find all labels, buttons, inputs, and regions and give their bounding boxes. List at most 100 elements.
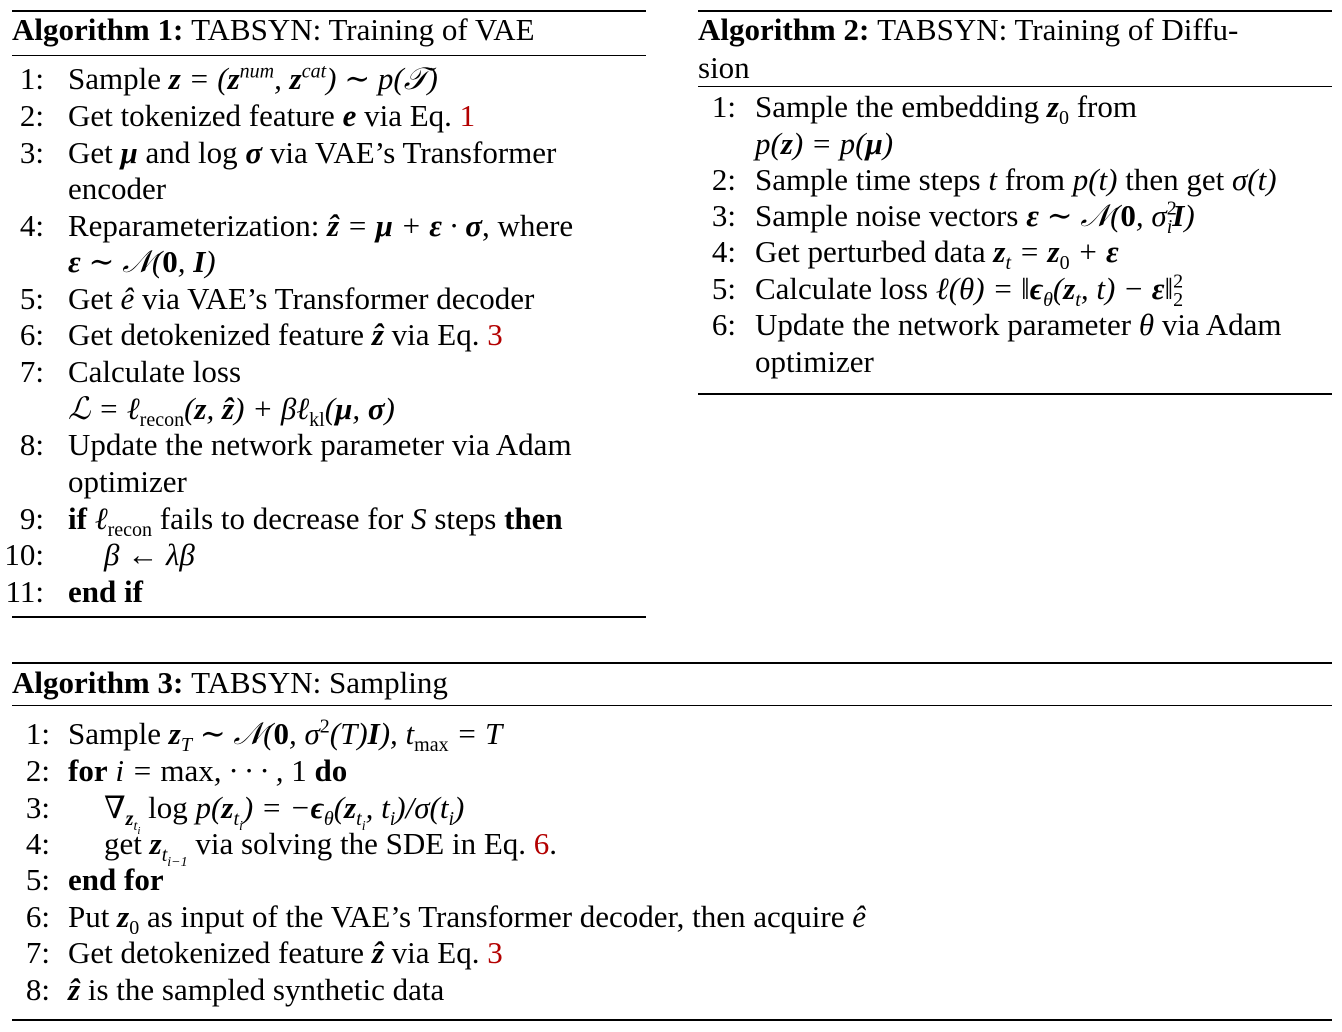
- algorithm-2-title-text-2: sion: [698, 50, 750, 85]
- algorithm-3-title: Algorithm 3: TABSYN: Sampling: [12, 665, 1332, 701]
- math: σ: [245, 135, 263, 170]
- math: ẑ: [371, 317, 384, 352]
- line-number: 5:: [711, 271, 736, 306]
- line-number: 6:: [25, 899, 50, 934]
- keyword-end-for: end for: [68, 862, 164, 897]
- equation-ref-link[interactable]: 3: [487, 317, 503, 352]
- line-text: via Eq.: [383, 317, 488, 352]
- math: θ: [1138, 307, 1155, 342]
- algorithm-1-title-rule: [12, 55, 646, 56]
- line-text: Get detokenized feature: [68, 935, 372, 970]
- math: ê: [852, 899, 866, 934]
- algorithm-2-title-text: : Training of Diffu-: [998, 12, 1239, 47]
- math: p(t): [1072, 162, 1118, 197]
- line-number: 2:: [25, 753, 50, 788]
- math: zt = z0 + ε: [993, 234, 1119, 275]
- keyword-do: do: [314, 753, 348, 788]
- line-number: 4:: [711, 234, 736, 269]
- line-text: fails to decrease for: [152, 501, 412, 536]
- algorithm-3-label: Algorithm 3:: [12, 665, 184, 700]
- math: ε ∼ 𝒩(0, σ2iI): [1026, 197, 1195, 239]
- equation-ref-link[interactable]: 1: [459, 98, 476, 133]
- line-number: 1:: [25, 716, 50, 751]
- line-text: Get tokenized feature: [68, 98, 343, 133]
- line-text: steps: [426, 501, 505, 536]
- line-text: and log: [137, 135, 246, 170]
- line-number: 4:: [25, 826, 50, 861]
- math: i = max, · · · , 1: [115, 753, 307, 788]
- line-text: Sample: [68, 716, 169, 751]
- algorithm-2-title: Algorithm 2: TABSYN: Training of Diffu-: [698, 12, 1332, 48]
- keyword-for: for: [68, 753, 108, 788]
- math: ℓrecon: [94, 501, 153, 542]
- algorithm-2: Algorithm 2: TABSYN: Training of Diffu- …: [698, 10, 1332, 400]
- math: z0: [1046, 89, 1069, 130]
- line-number: 6:: [19, 317, 44, 352]
- line-text: Sample time steps: [755, 162, 989, 197]
- equation-ref-link[interactable]: 6: [533, 826, 550, 861]
- algorithm-1-top-rule: [12, 10, 646, 12]
- math: z0: [117, 899, 140, 940]
- algorithm-3-title-rule: [12, 705, 1332, 706]
- line-text: Reparameterization:: [68, 208, 328, 243]
- line-text: via Eq.: [383, 935, 488, 970]
- algorithm-2-title-rule: [698, 86, 1332, 87]
- line-text: then get: [1117, 162, 1232, 197]
- line-text: Get detokenized feature: [68, 317, 372, 352]
- algorithm-2-label: Algorithm 2:: [698, 12, 870, 47]
- line-text: optimizer: [755, 344, 874, 379]
- algorithm-2-top-rule: [698, 10, 1332, 12]
- math: μ: [120, 135, 138, 170]
- math: p(z) = p(μ): [755, 126, 894, 161]
- line-number: 7:: [19, 354, 44, 389]
- line-number: 2:: [19, 98, 44, 133]
- line-text: from: [996, 162, 1073, 197]
- line-text: .: [549, 826, 558, 861]
- math: ẑ: [68, 972, 81, 1007]
- algorithm-1-title-text: : Training of VAE: [312, 12, 535, 47]
- algorithm-1: Algorithm 1: TABSYN: Training of VAE 1 : …: [4, 10, 646, 620]
- algorithm-1-method: TABSYN: [191, 12, 313, 47]
- line-number: 10:: [4, 537, 44, 572]
- line-number: 6:: [711, 307, 736, 342]
- line-text: Put: [68, 899, 118, 934]
- line-text: Get perturbed data: [755, 234, 994, 269]
- line-number: 1:: [711, 89, 736, 124]
- math: e: [342, 98, 357, 133]
- line-text: via solving the SDE in Eq.: [187, 826, 534, 861]
- line-text: via Eq.: [356, 98, 460, 133]
- algorithm-3-method: TABSYN: [191, 665, 313, 700]
- line-number: 3:: [711, 198, 736, 233]
- line-text: get: [104, 826, 150, 861]
- algorithm-3-bottom-rule: [12, 1019, 1332, 1021]
- line-text: Update the network parameter: [755, 307, 1139, 342]
- line-text: encoder: [68, 171, 167, 206]
- line-text: via Adam: [1154, 307, 1282, 342]
- line-text: Get: [68, 135, 121, 170]
- line-text: via VAE’s Transformer: [262, 135, 557, 170]
- algorithm-1-bottom-rule: [12, 616, 646, 618]
- algorithm-3-top-rule: [12, 662, 1332, 664]
- line-text: Sample noise vectors: [755, 198, 1027, 233]
- line-text: Sample the embedding: [755, 89, 1047, 124]
- line-number: 8:: [19, 427, 44, 462]
- math: σ(t): [1232, 162, 1277, 197]
- algorithm-2-bottom-rule: [698, 393, 1332, 395]
- line-text: , where: [481, 208, 574, 243]
- math: zT ∼ 𝒩(0, σ2(T)I), tmax = T: [168, 715, 503, 757]
- math: zti−1: [149, 826, 188, 871]
- line-text: Calculate loss: [755, 271, 936, 306]
- equation-ref-link[interactable]: 3: [487, 935, 503, 970]
- math: ẑ = μ + ε · σ: [327, 208, 482, 243]
- math: ℒ = ℓrecon(z, ẑ) + βℓkl(μ, σ): [68, 391, 395, 432]
- algorithm-1-title: Algorithm 1: TABSYN: Training of VAE: [12, 12, 646, 48]
- line-number: 8:: [25, 972, 50, 1007]
- line-text: Update the network parameter via Adam: [68, 427, 572, 462]
- line-text: Get: [68, 281, 121, 316]
- line-number: 3:: [19, 135, 44, 170]
- algorithm-3-title-text: : Sampling: [312, 665, 448, 700]
- line-number: 2:: [711, 162, 736, 197]
- line-number: 5:: [25, 862, 50, 897]
- line-text: Sample: [68, 61, 169, 96]
- math: ε ∼ 𝒩(0, I): [68, 244, 216, 279]
